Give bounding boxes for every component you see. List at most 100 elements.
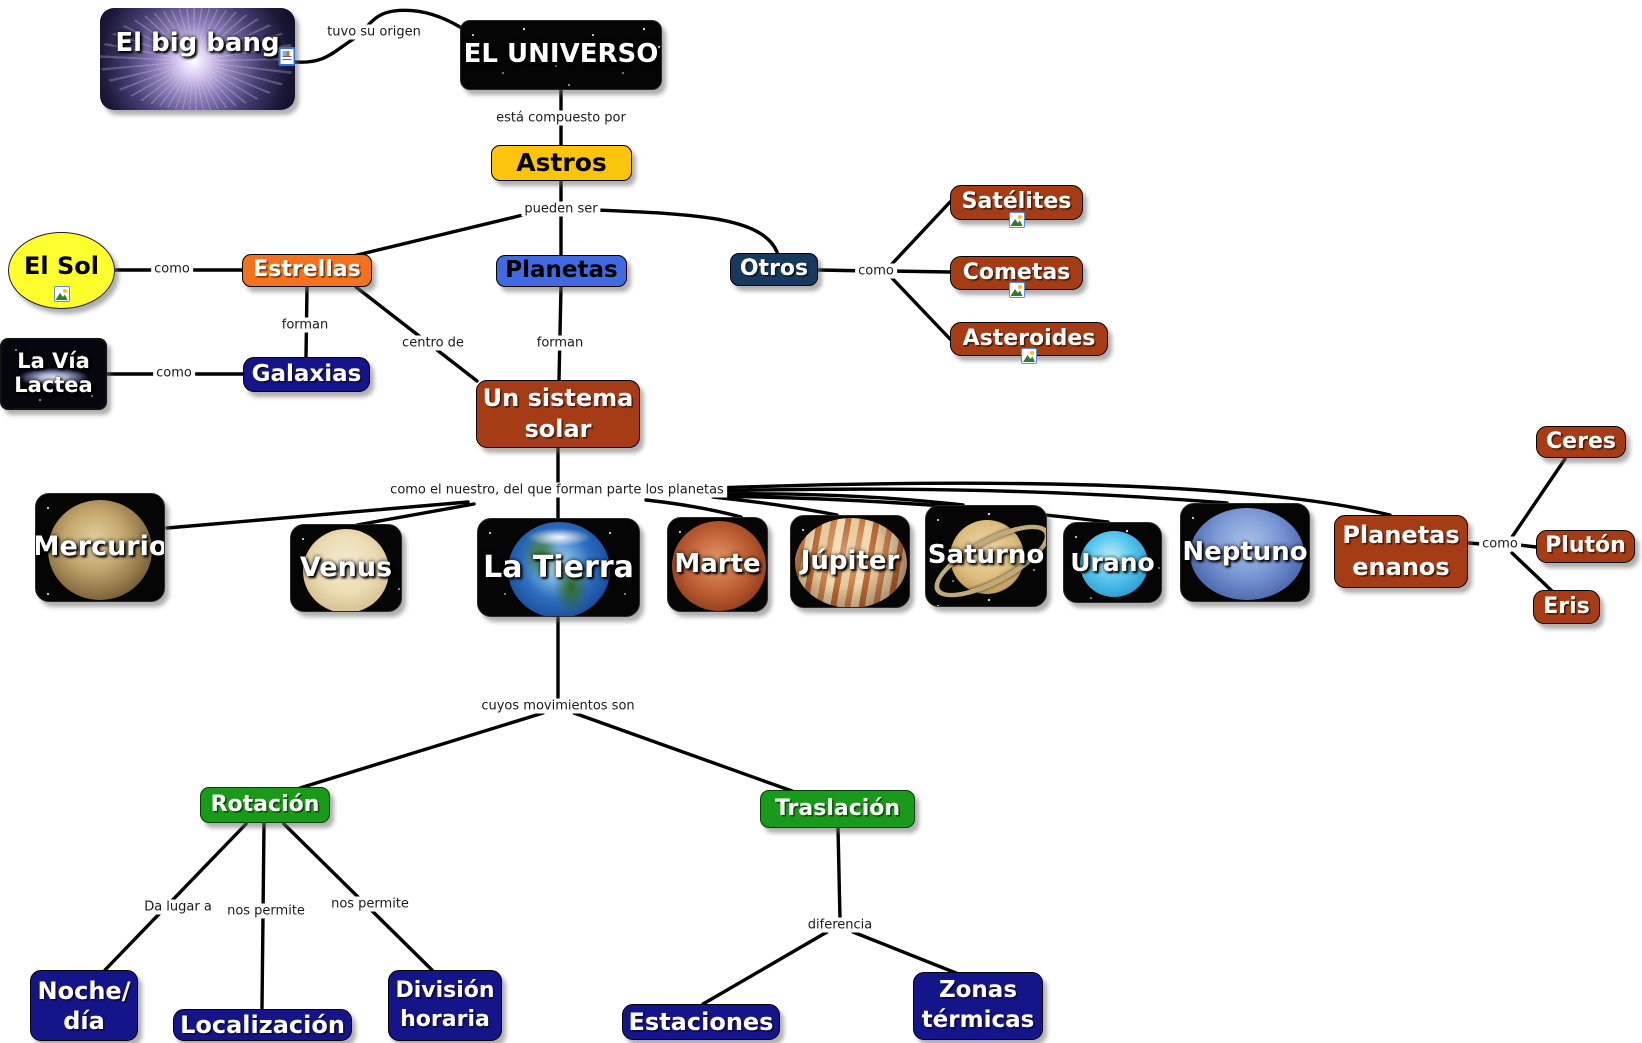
- node-jupiter-label: Júpiter: [800, 545, 900, 576]
- link-tuvo-su-origen[interactable]: tuvo su origen: [324, 24, 424, 40]
- node-astros-label: Astros: [516, 148, 607, 177]
- node-la-tierra-label: La Tierra: [483, 549, 634, 585]
- node-planetas[interactable]: Planetas: [496, 255, 627, 287]
- link-como-otros[interactable]: como: [855, 263, 897, 279]
- node-urano[interactable]: Urano: [1063, 522, 1162, 603]
- node-division-horaria[interactable]: División horaria: [388, 970, 502, 1041]
- node-cometas[interactable]: Cometas: [950, 256, 1083, 298]
- link-forman-estrellas[interactable]: forman: [278, 317, 332, 333]
- node-estrellas-label: Estrellas: [253, 257, 361, 283]
- link-nos-permite-2[interactable]: nos permite: [328, 896, 412, 912]
- node-galaxias-label: Galaxias: [251, 360, 362, 387]
- node-zonas-termicas[interactable]: Zonas térmicas: [913, 972, 1043, 1040]
- node-traslacion-label: Traslación: [774, 795, 901, 821]
- node-estaciones[interactable]: Estaciones: [622, 1004, 780, 1040]
- node-estaciones-label: Estaciones: [628, 1007, 774, 1036]
- node-la-via-lactea-line1: La Vía: [17, 349, 90, 374]
- edge-como-eris: [1510, 551, 1554, 593]
- node-division-horaria-line1: División: [395, 977, 495, 1003]
- node-un-sistema-solar[interactable]: Un sistema solar: [476, 380, 640, 448]
- node-el-universo[interactable]: EL UNIVERSO: [460, 20, 662, 90]
- node-traslacion[interactable]: Traslación: [760, 790, 915, 828]
- node-el-sol-label: El Sol: [24, 252, 99, 281]
- node-neptuno-label: Neptuno: [1182, 536, 1308, 567]
- link-como-via-lactea[interactable]: como: [153, 365, 195, 381]
- node-estrellas[interactable]: Estrellas: [242, 254, 372, 287]
- edge-label-mercurio: [165, 500, 470, 530]
- satelites-resource-icon[interactable]: [1008, 212, 1025, 228]
- node-mercurio-label: Mercurio: [35, 531, 165, 563]
- node-jupiter[interactable]: Júpiter: [790, 515, 910, 608]
- link-como-sol[interactable]: como: [151, 261, 193, 277]
- elsol-resource-icon[interactable]: [53, 286, 70, 302]
- node-planetas-enanos-line1: Planetas: [1342, 521, 1460, 550]
- node-neptuno[interactable]: Neptuno: [1180, 503, 1310, 602]
- node-asteroides[interactable]: Asteroides: [950, 322, 1108, 364]
- link-diferencia[interactable]: diferencia: [804, 917, 876, 933]
- node-un-sistema-solar-line1: Un sistema: [482, 383, 634, 412]
- link-pueden-ser[interactable]: pueden ser: [521, 201, 601, 217]
- edge-rotacion-noche: [103, 822, 248, 972]
- edge-como-asteroides: [888, 274, 952, 341]
- link-cuyos-movimientos-son[interactable]: cuyos movimientos son: [478, 698, 638, 714]
- node-la-tierra[interactable]: La Tierra: [477, 518, 640, 617]
- link-nos-permite-1[interactable]: nos permite: [224, 903, 308, 919]
- link-forman-planetas[interactable]: forman: [533, 335, 587, 351]
- node-ceres-label: Ceres: [1546, 428, 1616, 454]
- link-da-lugar-a[interactable]: Da lugar a: [141, 899, 215, 915]
- link-como-enanos[interactable]: como: [1479, 536, 1521, 552]
- node-rotacion[interactable]: Rotación: [200, 787, 330, 823]
- node-ceres[interactable]: Ceres: [1536, 426, 1626, 458]
- node-noche-dia[interactable]: Noche/ día: [30, 970, 138, 1041]
- node-el-universo-label: EL UNIVERSO: [463, 39, 659, 70]
- edge-estrellas-sistema: [354, 285, 479, 383]
- edge-bigbang-universo: [293, 8, 462, 64]
- node-marte[interactable]: Marte: [667, 517, 768, 612]
- edge-label-marte: [644, 498, 743, 519]
- node-la-via-lactea[interactable]: La Vía Lactea: [0, 338, 107, 410]
- bigbang-burst: [100, 8, 295, 110]
- edge-diferencia-estaciones: [701, 930, 829, 1006]
- edge-cuyos-traslacion: [572, 711, 794, 793]
- node-el-big-bang[interactable]: El big bang: [100, 8, 295, 110]
- node-rotacion-label: Rotación: [210, 791, 320, 817]
- node-asteroides-label: Asteroides: [962, 325, 1096, 351]
- node-el-big-bang-label: El big bang: [115, 27, 280, 58]
- link-como-el-nuestro[interactable]: como el nuestro, del que forman parte lo…: [387, 482, 727, 498]
- edge-label-neptuno: [711, 487, 1229, 505]
- edge-label-urano: [711, 494, 1110, 524]
- node-un-sistema-solar-line2: solar: [524, 415, 592, 443]
- node-eris[interactable]: Eris: [1533, 590, 1600, 624]
- edge-diferencia-zonas: [851, 930, 958, 975]
- node-eris-label: Eris: [1543, 593, 1590, 619]
- edge-como-cometas: [888, 269, 952, 274]
- node-venus-label: Venus: [299, 551, 393, 583]
- node-pluton[interactable]: Plutón: [1536, 530, 1635, 563]
- node-localizacion[interactable]: Localización: [173, 1009, 352, 1041]
- node-satelites[interactable]: Satélites: [950, 185, 1083, 228]
- node-galaxias[interactable]: Galaxias: [243, 357, 370, 392]
- node-localizacion-label: Localización: [180, 1010, 345, 1039]
- node-division-horaria-line2: horaria: [400, 1006, 490, 1032]
- node-otros[interactable]: Otros: [730, 253, 818, 286]
- node-saturno[interactable]: Saturno: [925, 505, 1047, 607]
- node-astros[interactable]: Astros: [491, 145, 632, 181]
- node-planetas-enanos-line2: enanos: [1352, 552, 1450, 581]
- link-esta-compuesto-por[interactable]: está compuesto por: [493, 110, 629, 126]
- node-el-sol[interactable]: El Sol: [8, 232, 115, 309]
- link-centro-de[interactable]: centro de: [399, 335, 467, 351]
- edge-label-venus: [355, 502, 476, 527]
- node-noche-dia-line2: día: [63, 1006, 105, 1035]
- cometas-resource-icon[interactable]: [1008, 282, 1025, 298]
- edge-planetas-sistema: [557, 285, 563, 382]
- node-mercurio[interactable]: Mercurio: [35, 493, 165, 602]
- asteroides-resource-icon[interactable]: [1021, 348, 1037, 364]
- node-venus[interactable]: Venus: [290, 524, 402, 612]
- edge-label-jupiter: [711, 495, 839, 517]
- edge-label-enanos: [711, 481, 1392, 517]
- bigbang-resource-icon[interactable]: [278, 47, 295, 67]
- node-planetas-enanos[interactable]: Planetas enanos: [1334, 515, 1468, 588]
- edge-puedenser-estrellas: [351, 212, 529, 258]
- edge-cuyos-rotacion: [298, 711, 545, 790]
